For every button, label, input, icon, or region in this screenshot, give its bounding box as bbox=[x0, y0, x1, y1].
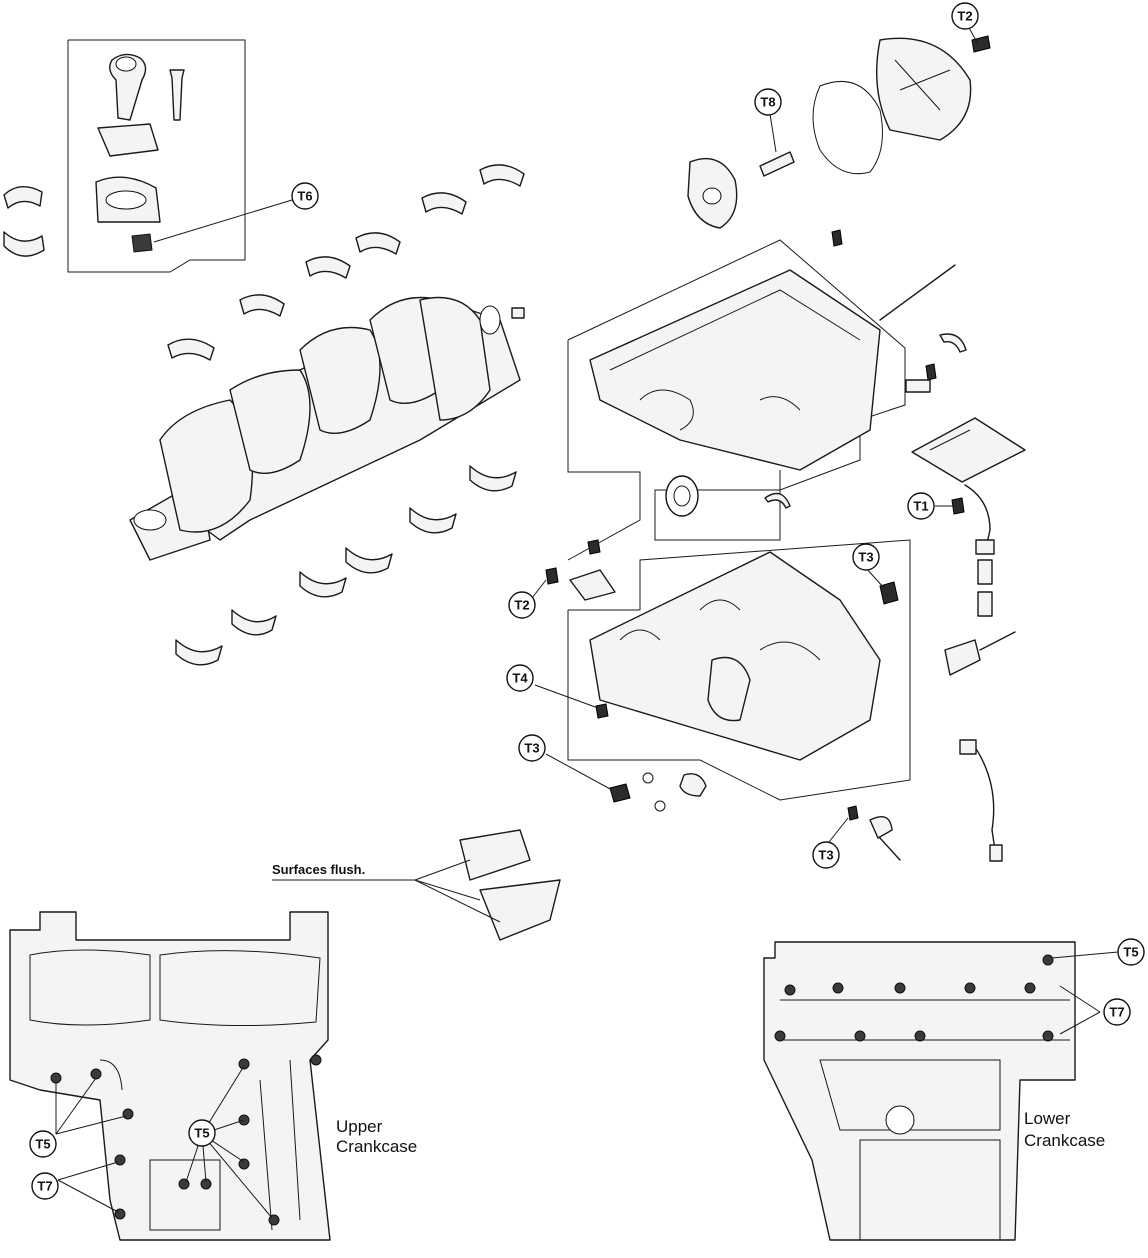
callout-t7-upper-left: T7 bbox=[31, 1172, 59, 1200]
bearing-shells bbox=[3, 164, 525, 666]
svg-text:T3: T3 bbox=[524, 741, 539, 756]
callout-t7-lower-right: T7 bbox=[1103, 998, 1131, 1026]
svg-text:T7: T7 bbox=[1109, 1005, 1124, 1020]
small-fasteners bbox=[545, 229, 965, 821]
upper-crankcase-exploded bbox=[567, 239, 1026, 617]
upper-crankcase-caption-line2: Crankcase bbox=[336, 1137, 417, 1156]
callout-t4: T4 bbox=[506, 664, 534, 692]
svg-text:T3: T3 bbox=[858, 550, 873, 565]
svg-text:T6: T6 bbox=[297, 189, 312, 204]
lower-crankcase-exploded bbox=[567, 539, 1016, 862]
callout-t2-lower: T2 bbox=[508, 591, 536, 619]
callout-t5-upper-center: T5 bbox=[188, 1119, 216, 1147]
crankshaft bbox=[129, 296, 525, 561]
svg-text:T2: T2 bbox=[957, 9, 972, 24]
svg-text:T5: T5 bbox=[194, 1126, 209, 1141]
callout-t5-upper-left: T5 bbox=[29, 1130, 57, 1158]
surfaces-flush-detail: Surfaces flush. bbox=[272, 829, 561, 941]
svg-text:T5: T5 bbox=[1123, 945, 1138, 960]
callout-t2-cover: T2 bbox=[951, 2, 979, 30]
alternator-cover-parts bbox=[687, 35, 991, 229]
upper-crankcase-caption-line1: Upper bbox=[336, 1117, 383, 1136]
callout-t3-bottom: T3 bbox=[812, 841, 840, 869]
svg-text:T4: T4 bbox=[512, 671, 528, 686]
lower-crankcase-caption-line1: Lower bbox=[1024, 1109, 1071, 1128]
svg-text:T8: T8 bbox=[760, 95, 775, 110]
svg-text:T3: T3 bbox=[818, 848, 833, 863]
svg-text:T5: T5 bbox=[35, 1137, 50, 1152]
lower-crankcase-caption-line2: Crankcase bbox=[1024, 1131, 1105, 1150]
svg-text:T7: T7 bbox=[37, 1179, 52, 1194]
callout-t3-left: T3 bbox=[518, 734, 546, 762]
callout-t6: T6 bbox=[291, 182, 319, 210]
svg-text:T1: T1 bbox=[913, 499, 928, 514]
torque-callouts: T6 T2 T8 T1 T3 T2 T4 T3 bbox=[29, 2, 1145, 1200]
surfaces-flush-note: Surfaces flush. bbox=[272, 862, 365, 877]
callout-t1: T1 bbox=[907, 492, 935, 520]
callout-t5-lower-right: T5 bbox=[1117, 938, 1145, 966]
svg-text:T2: T2 bbox=[514, 598, 529, 613]
upper-crankcase-view: Upper Crankcase bbox=[9, 911, 417, 1241]
lower-crankcase-view: Lower Crankcase bbox=[763, 941, 1105, 1241]
callout-t3-upper-right: T3 bbox=[852, 543, 880, 571]
callout-t8: T8 bbox=[754, 88, 782, 116]
connecting-rod-inset bbox=[67, 39, 246, 273]
